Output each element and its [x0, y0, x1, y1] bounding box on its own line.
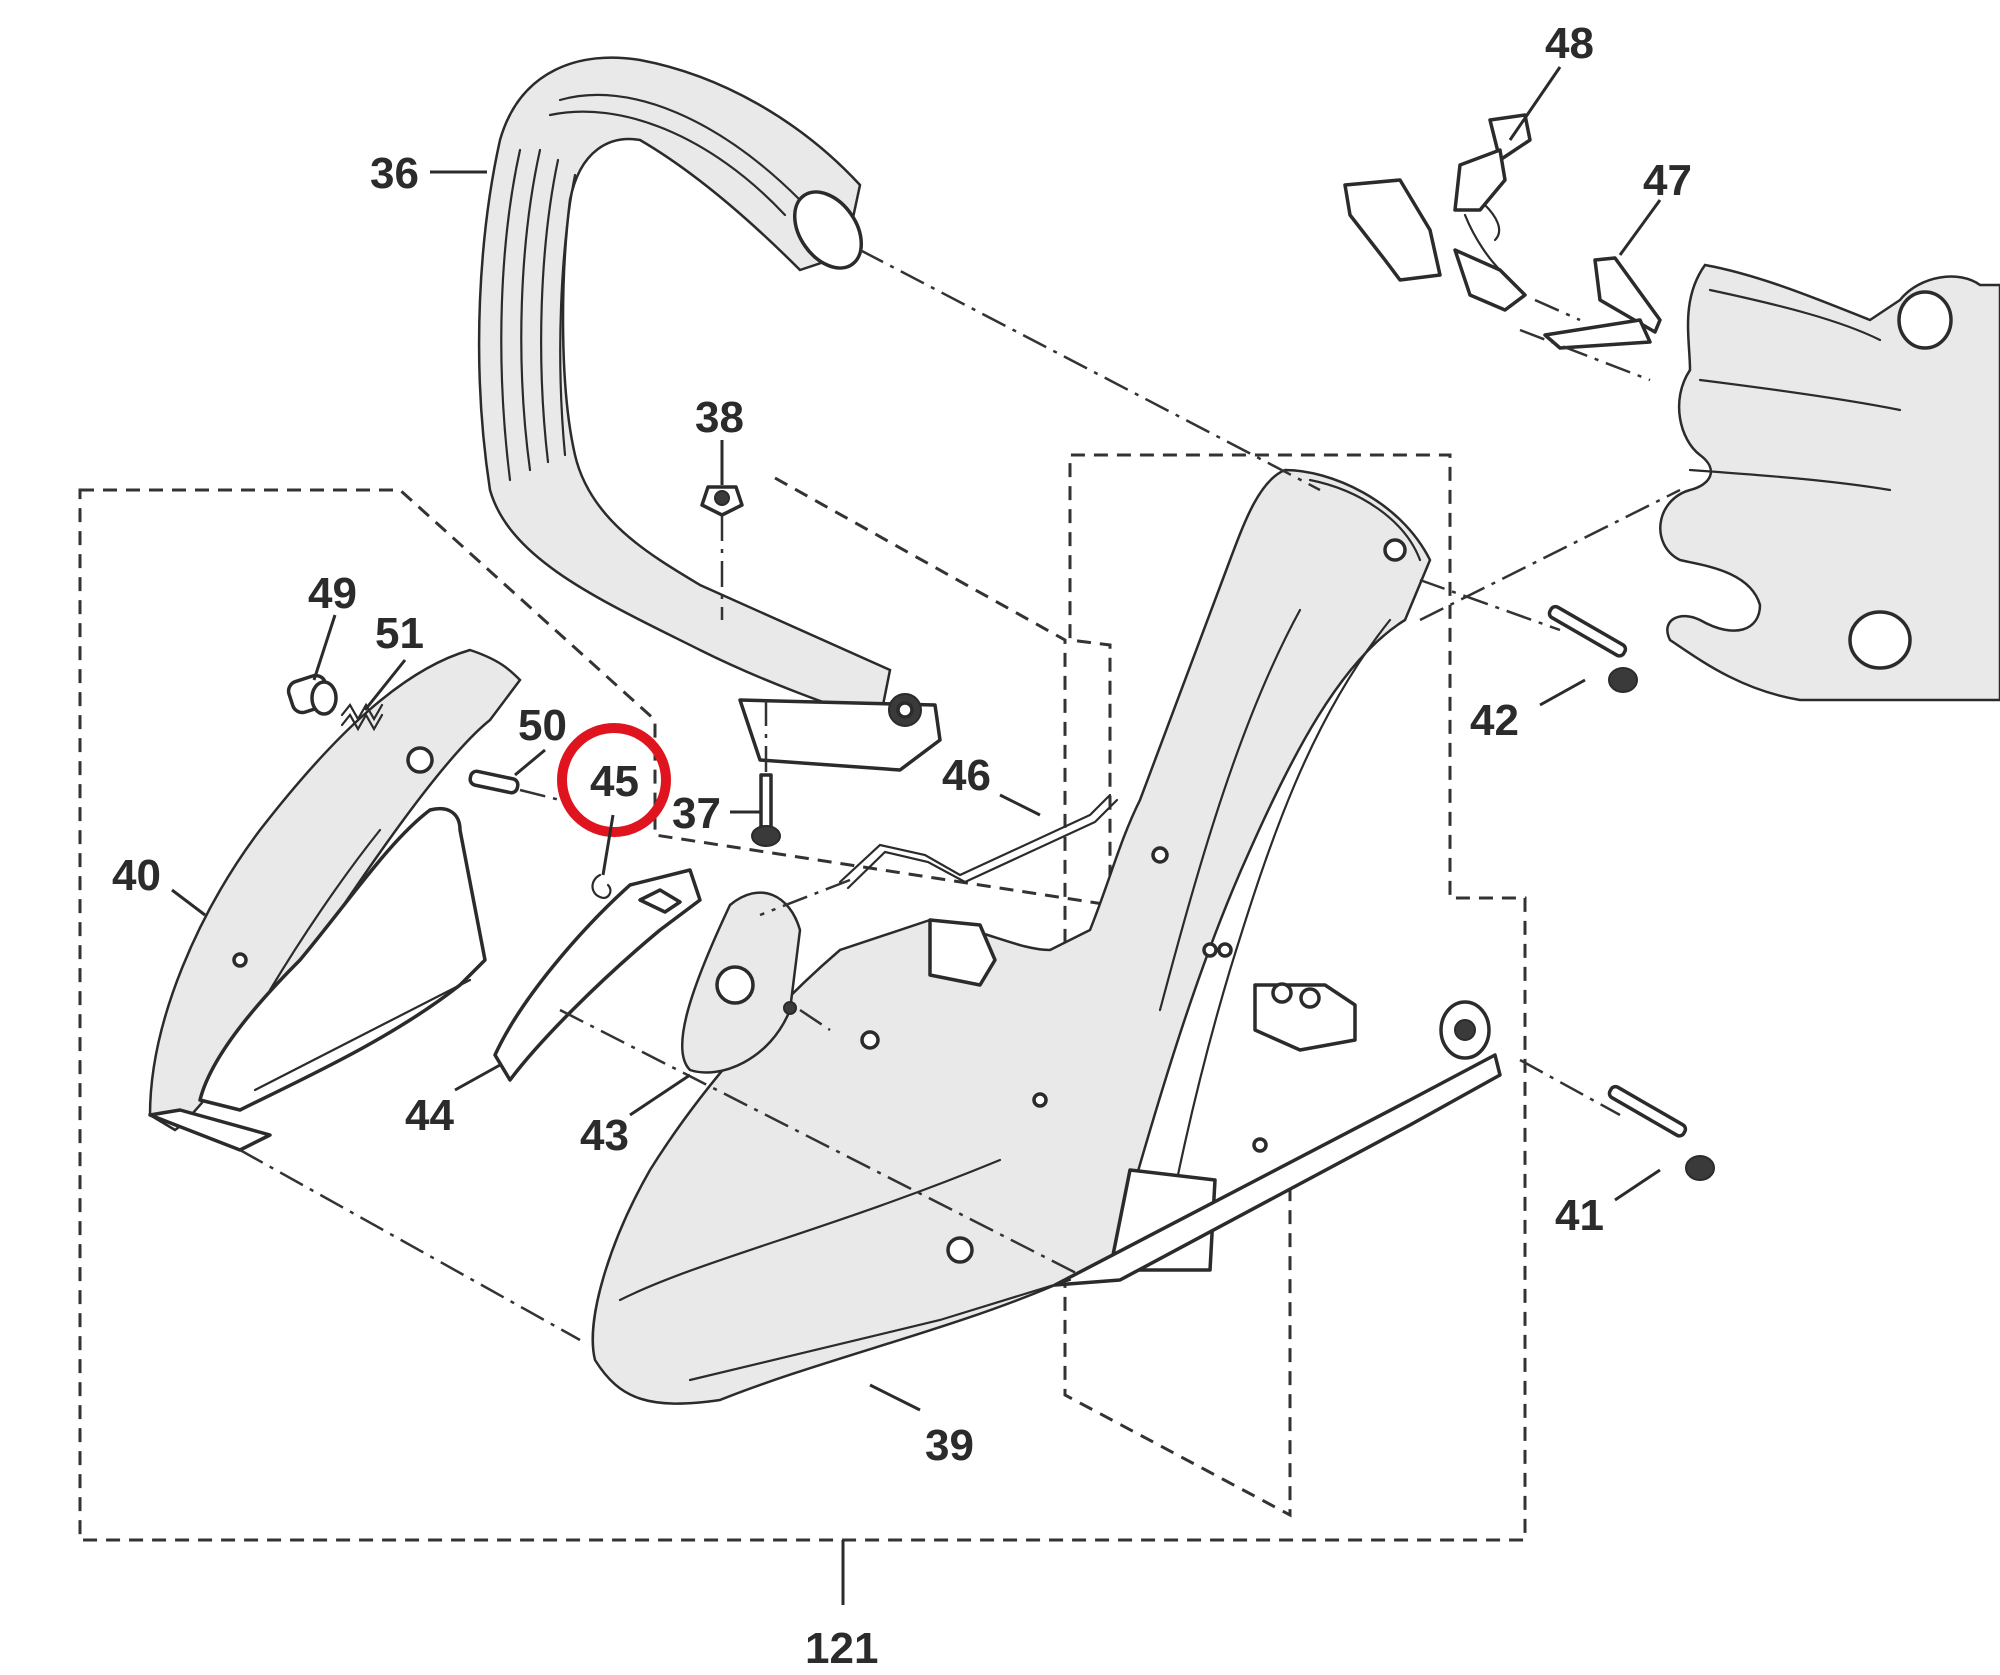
svg-text:46: 46 — [942, 751, 991, 800]
svg-text:121: 121 — [805, 1624, 878, 1673]
throttle-lockout-43 — [680, 891, 802, 1074]
callout-46: 46 — [942, 751, 1041, 817]
svg-text:47: 47 — [1643, 156, 1692, 205]
throttle-rod-46 — [838, 793, 1119, 890]
front-handlebar — [477, 56, 942, 772]
callout-121: 121 — [805, 1540, 878, 1673]
nut-38 — [700, 485, 744, 517]
bracket-47 — [1543, 256, 1662, 350]
svg-text:37: 37 — [672, 789, 721, 838]
callout-49: 49 — [308, 569, 357, 681]
svg-text:45: 45 — [590, 757, 639, 806]
assembly-boundary-121 — [78, 453, 1527, 1542]
svg-text:40: 40 — [112, 851, 161, 900]
callout-39: 39 — [869, 1383, 974, 1470]
cap-49 — [286, 673, 338, 716]
callout-50: 50 — [514, 701, 567, 777]
left-handle-cover — [148, 648, 522, 1152]
callout-40: 40 — [112, 851, 206, 917]
pin-50 — [468, 769, 520, 795]
callout-43: 43 — [580, 1073, 691, 1160]
svg-text:48: 48 — [1545, 19, 1594, 68]
callout-36: 36 — [370, 149, 487, 198]
callout-47: 47 — [1618, 156, 1692, 256]
rear-handle-frame — [591, 468, 1502, 1405]
svg-text:44: 44 — [405, 1091, 454, 1140]
ignition-switch-48 — [1343, 113, 1532, 312]
callout-48: 48 — [1508, 19, 1594, 141]
callout-37: 37 — [672, 789, 760, 838]
svg-text:39: 39 — [925, 1421, 974, 1470]
callout-42: 42 — [1470, 678, 1586, 745]
svg-text:38: 38 — [695, 393, 744, 442]
svg-text:36: 36 — [370, 149, 419, 198]
spring-clip-45 — [591, 873, 612, 899]
svg-text:43: 43 — [580, 1111, 629, 1160]
callout-38: 38 — [695, 393, 744, 485]
callout-41: 41 — [1555, 1168, 1661, 1240]
highlight-circle-45 — [557, 723, 671, 837]
svg-text:49: 49 — [308, 569, 357, 618]
engine-housing — [1659, 263, 2000, 702]
callout-44: 44 — [405, 1063, 501, 1140]
callout-45: 45 — [557, 723, 671, 876]
callout-51: 51 — [363, 609, 424, 711]
svg-text:51: 51 — [375, 609, 424, 658]
screw-42 — [1547, 604, 1638, 693]
svg-text:41: 41 — [1555, 1191, 1604, 1240]
svg-text:42: 42 — [1470, 696, 1519, 745]
screw-37 — [751, 773, 781, 847]
screw-41 — [1607, 1084, 1715, 1181]
spring-51 — [340, 702, 384, 732]
handlebar-mount-outline — [774, 476, 1292, 1518]
throttle-trigger-44 — [493, 868, 702, 1082]
svg-text:50: 50 — [518, 701, 567, 750]
